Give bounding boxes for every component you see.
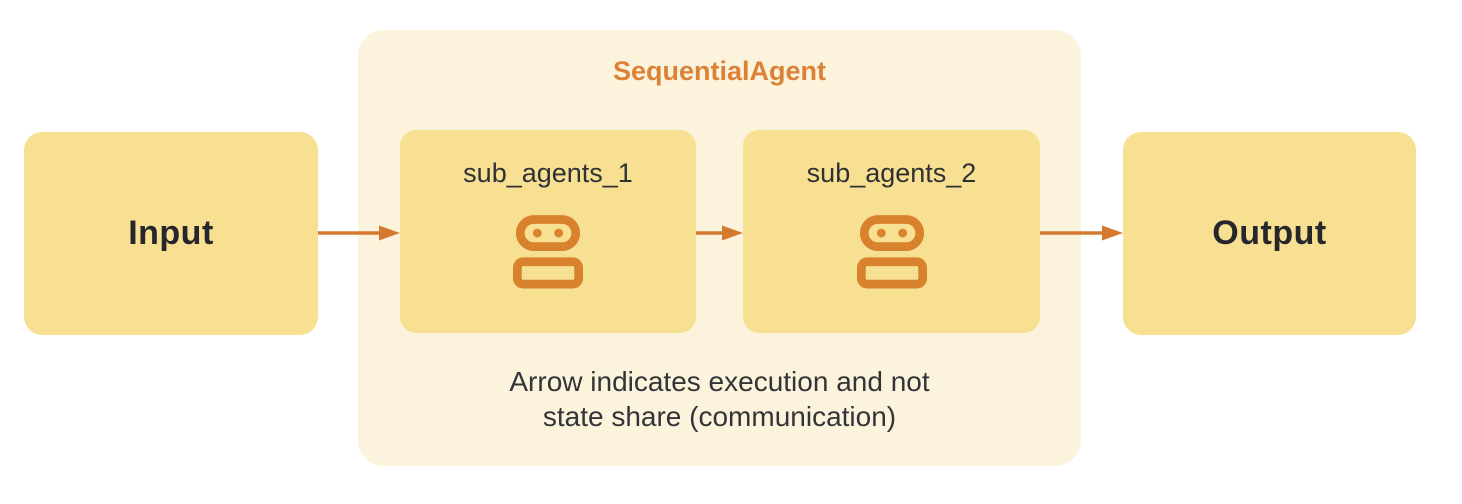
sequential-agent-title: SequentialAgent [612,56,827,86]
sub-agents-2-node: sub_agents_2 [743,130,1040,333]
output-node: Output [1123,132,1416,335]
output-node-label: Output [1212,214,1327,252]
sub-agents-1-label: sub_agents_1 [463,158,633,188]
group-caption-line-1: Arrow indicates execution and not [509,366,930,397]
robot-icon [856,214,927,292]
input-node: Input [24,132,318,335]
input-node-label: Input [128,214,214,252]
sub-agents-1-node: sub_agents_1 [400,130,696,333]
group-caption-line-2: state share (communication) [542,401,897,432]
flow-arrow-sub2-to-output [1040,224,1123,242]
robot-icon [513,214,583,292]
sequential-agent-group: SequentialAgent sub_agents_1 sub_agents_… [358,30,1081,466]
sub-agents-2-label: sub_agents_2 [806,158,977,188]
group-caption: Arrow indicates execution and not state … [358,364,1081,434]
flow-arrow-input-to-sub1 [318,224,400,242]
flow-arrow-sub1-to-sub2 [696,224,743,242]
